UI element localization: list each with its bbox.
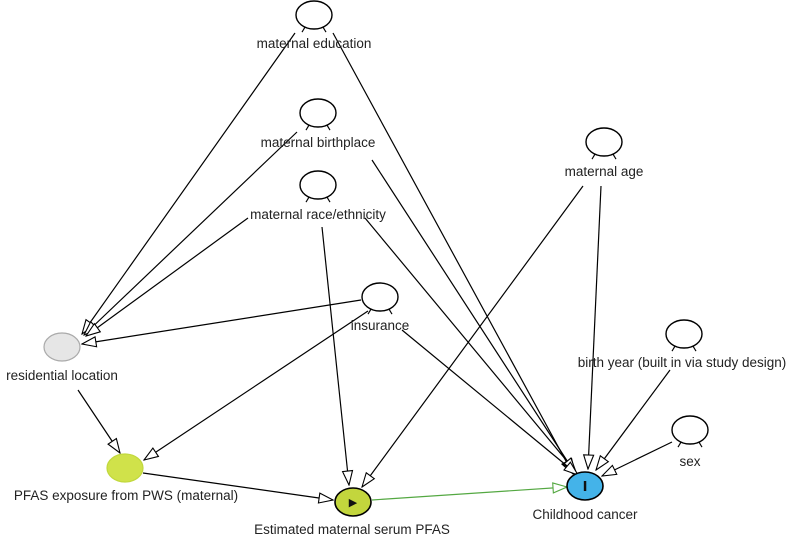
node-residential-location[interactable] xyxy=(43,332,81,362)
node-port-tick xyxy=(322,26,327,33)
edge-serum-pfas-to-childhood-cancer xyxy=(371,487,567,501)
node-port-tick xyxy=(388,308,393,315)
node-ellipse[interactable] xyxy=(665,319,703,349)
node-port-tick xyxy=(692,345,697,352)
edge-maternal-education-to-residential-location xyxy=(82,32,296,334)
labels-layer: maternal education maternal birthplace mat… xyxy=(6,36,786,537)
node-port-tick xyxy=(301,26,306,33)
node-port-tick xyxy=(612,153,617,160)
edge-residential-location-to-pfas-pws xyxy=(77,389,120,453)
edge-insurance-to-pfas-pws xyxy=(144,310,369,460)
node-ellipse[interactable] xyxy=(334,487,372,517)
node-label-childhood-cancer: Childhood cancer xyxy=(532,507,638,522)
edge-maternal-age-to-childhood-cancer xyxy=(588,185,602,469)
node-port-tick xyxy=(305,124,310,131)
node-port-tick xyxy=(326,196,331,203)
node-port-tick xyxy=(305,196,310,203)
node-serum-pfas[interactable]: ▶ xyxy=(334,487,372,517)
node-label-sex: sex xyxy=(679,454,700,469)
node-port-tick xyxy=(591,153,596,160)
edge-insurance-to-residential-location xyxy=(82,299,362,344)
node-ellipse[interactable] xyxy=(106,453,144,483)
node-childhood-cancer[interactable]: I xyxy=(566,471,604,501)
node-ellipse[interactable] xyxy=(299,98,337,128)
node-maternal-race[interactable] xyxy=(299,170,337,203)
node-ellipse[interactable] xyxy=(671,415,709,445)
node-ellipse[interactable] xyxy=(361,282,399,312)
edge-maternal-age-to-serum-pfas xyxy=(362,185,584,487)
node-port-tick xyxy=(326,124,331,131)
node-birth-year[interactable] xyxy=(665,319,703,352)
node-maternal-education[interactable] xyxy=(295,0,333,33)
node-label-maternal-education: maternal education xyxy=(257,36,372,51)
edge-sex-to-childhood-cancer xyxy=(602,441,673,476)
node-maternal-birthplace[interactable] xyxy=(299,98,337,131)
edge-maternal-birthplace-to-residential-location xyxy=(84,131,298,335)
node-port-tick xyxy=(671,345,676,352)
node-label-insurance: insurance xyxy=(351,318,410,333)
node-ellipse[interactable] xyxy=(295,0,333,30)
node-sex[interactable] xyxy=(671,415,709,448)
node-port-tick xyxy=(367,308,372,315)
node-maternal-age[interactable] xyxy=(585,127,623,160)
exposure-marker-icon: ▶ xyxy=(349,496,358,509)
node-insurance[interactable] xyxy=(361,282,399,315)
node-port-tick xyxy=(677,441,682,448)
outcome-marker-icon: I xyxy=(583,480,588,495)
edge-maternal-race-to-serum-pfas xyxy=(321,226,349,485)
node-label-pfas-pws: PFAS exposure from PWS (maternal) xyxy=(14,488,238,503)
node-ellipse[interactable] xyxy=(43,332,81,362)
edge-maternal-race-to-childhood-cancer xyxy=(364,217,576,472)
node-label-maternal-race: maternal race/ethnicity xyxy=(250,207,386,222)
edge-maternal-education-to-childhood-cancer xyxy=(332,32,573,474)
node-port-tick xyxy=(698,441,703,448)
node-label-maternal-birthplace: maternal birthplace xyxy=(261,135,376,150)
edge-maternal-birthplace-to-childhood-cancer xyxy=(371,159,575,473)
node-ellipse[interactable] xyxy=(299,170,337,200)
edge-pfas-pws-to-serum-pfas xyxy=(142,472,333,500)
node-label-residential-location: residential location xyxy=(6,368,118,383)
edges-layer xyxy=(77,32,673,501)
node-label-birth-year: birth year (built in via study design) xyxy=(578,355,787,370)
node-label-serum-pfas: Estimated maternal serum PFAS xyxy=(254,522,450,537)
edge-birth-year-to-childhood-cancer xyxy=(596,369,671,470)
edge-maternal-race-to-residential-location xyxy=(86,217,249,336)
node-label-maternal-age: maternal age xyxy=(565,164,644,179)
node-ellipse[interactable] xyxy=(585,127,623,157)
edge-insurance-to-childhood-cancer xyxy=(401,329,578,475)
node-ellipse[interactable] xyxy=(566,471,604,501)
nodes-layer: ▶I xyxy=(43,0,709,517)
node-pfas-pws[interactable] xyxy=(106,453,144,483)
